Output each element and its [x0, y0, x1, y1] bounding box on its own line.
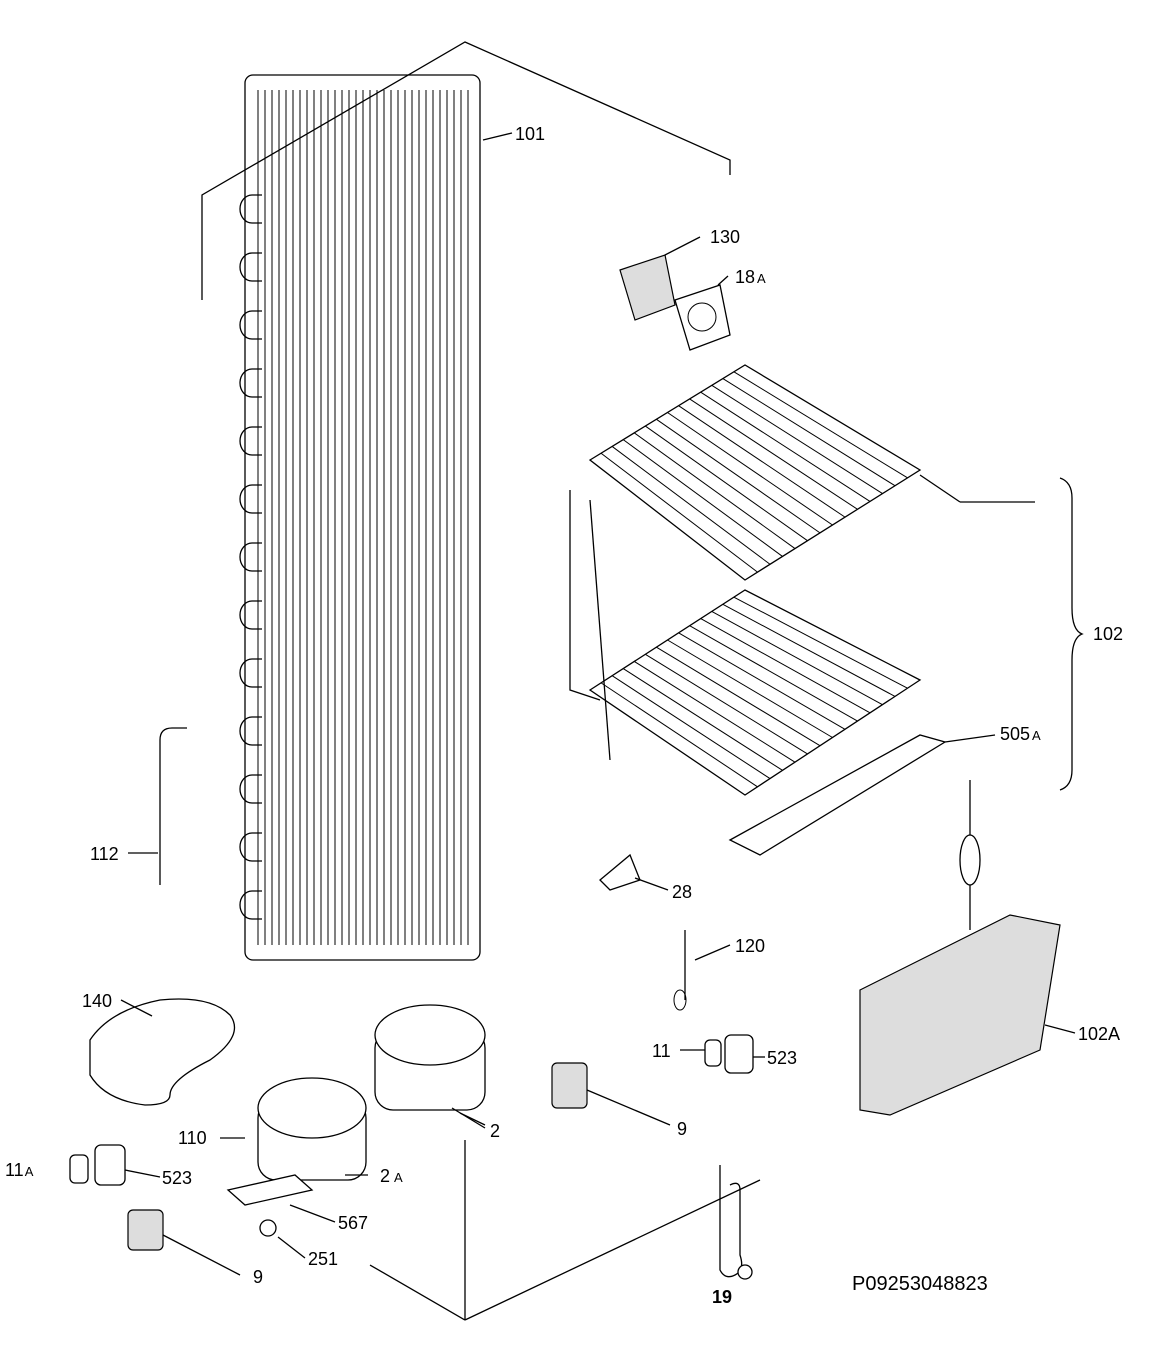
callout-9-right: 9: [677, 1119, 687, 1139]
condenser-loop: [239, 310, 262, 340]
condenser-grid: [239, 74, 481, 961]
condenser-loop: [239, 890, 262, 920]
shelf-wire: [611, 446, 771, 565]
shelf-wire: [622, 439, 783, 557]
shelf-wire: [678, 632, 846, 730]
drip-tray: [89, 998, 236, 1106]
fan-assembly: [619, 236, 731, 351]
callout-101: 101: [515, 124, 545, 144]
bracket-and-sensor: [599, 853, 731, 1011]
shelf-wire: [645, 425, 808, 542]
callout-9-left: 9: [253, 1267, 263, 1287]
shelf-wire: [622, 668, 783, 771]
shelf-wire: [656, 418, 821, 534]
condenser-loop: [239, 716, 262, 746]
shelf-wire: [667, 412, 833, 526]
callout-523-left: 523: [162, 1168, 192, 1188]
condenser-loop: [239, 832, 262, 862]
document-code: P09253048823: [852, 1273, 988, 1295]
condenser-loop: [239, 368, 262, 398]
relays-and-clamps: [69, 1034, 765, 1276]
condenser-loop: [239, 542, 262, 572]
shelf-wire: [722, 378, 896, 487]
callout-110: 110: [178, 1128, 207, 1148]
condenser-loop: [239, 252, 262, 282]
callout-130: 130: [710, 227, 740, 247]
compressors: [220, 1004, 486, 1259]
shelf-wire: [700, 391, 871, 502]
evaporator-shelves: [569, 364, 1084, 856]
shelf-wire: [678, 405, 846, 518]
condenser-loop: [239, 484, 262, 514]
shelf-wire: [733, 371, 908, 479]
condenser-loop: [239, 774, 262, 804]
cabinet-outline: [201, 41, 761, 1321]
callout-2: 2: [490, 1121, 500, 1141]
shelf-wire: [611, 675, 771, 779]
callout-11: 11: [652, 1041, 671, 1061]
shelf-wire: [700, 618, 871, 714]
shelf-wire: [656, 646, 821, 747]
shelf-wire: [722, 603, 896, 697]
shelf-wire: [733, 596, 908, 689]
callout-19: 19: [712, 1287, 732, 1307]
condenser-loop: [239, 600, 262, 630]
shelf-wire: [711, 384, 883, 494]
condenser-loop: [239, 658, 262, 688]
shelf-wire: [689, 625, 858, 722]
callout-120: 120: [735, 936, 765, 956]
evaporator-coil: [859, 780, 1076, 1116]
leader-lines: [459, 132, 513, 1126]
callout-567: 567: [338, 1213, 368, 1233]
shelf-wire: [711, 610, 883, 706]
drain-tube: [128, 727, 187, 885]
condenser-loop: [239, 194, 262, 224]
callout-523-right: 523: [767, 1048, 797, 1068]
shelf-wire: [634, 661, 796, 763]
callout-11a: 11A: [5, 1160, 34, 1180]
callout-28: 28: [672, 882, 692, 902]
shelf-wire: [645, 653, 808, 755]
shelf-wire: [667, 639, 833, 738]
callout-112: 112: [90, 844, 119, 864]
heater-cable: [719, 1165, 753, 1280]
callout-140: 140: [82, 991, 112, 1011]
condenser-loop: [239, 426, 262, 456]
shelf-wire: [600, 452, 758, 573]
callout-102a: 102A: [1078, 1024, 1120, 1044]
shelf-wire: [689, 398, 858, 510]
callout-102: 102: [1093, 624, 1123, 644]
callout-251: 251: [308, 1249, 338, 1269]
shelf-wire: [600, 682, 758, 788]
shelf-wire: [633, 432, 796, 549]
